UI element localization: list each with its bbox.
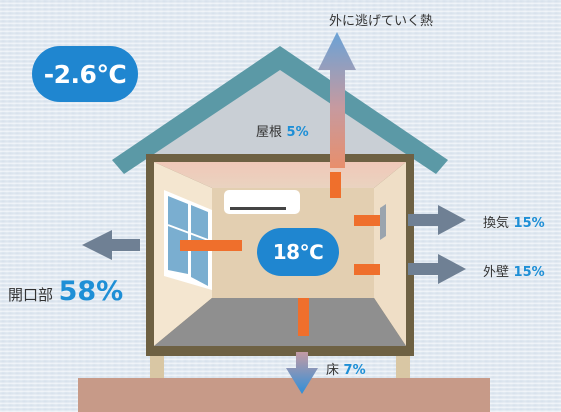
floor-loss-label: 床 7% [326,359,366,378]
ceiling [154,162,406,188]
ventilation-flow-orange [354,215,380,226]
outside-temperature: -2.6℃ [43,59,127,89]
floor-loss-name: 床 [326,363,340,378]
wall-heat-arrow [408,254,466,284]
roof-heat-arrow [318,32,356,168]
floor-loss-percent: 7% [343,363,366,378]
foundation-post-right [396,354,410,378]
roof-loss-label: 屋根 5% [256,121,309,140]
window-flow-orange [180,240,242,251]
roof-loss-name: 屋根 [256,125,283,140]
escaping-heat-title: 外に逃げていく熱 [329,14,434,29]
ventilation-loss-name: 換気 [483,216,510,231]
floor-flow-orange [298,298,309,336]
openings-loss-label: 開口部 58% [8,276,123,307]
exterior-wall-loss-name: 外壁 [483,265,510,280]
inside-temperature-badge: 18℃ [257,228,339,276]
openings-loss-name: 開口部 [8,286,54,304]
roof-gray-fill [132,64,428,156]
ventilation-loss-label: 換気 15% [483,212,545,231]
wall-flow-orange [354,264,380,275]
foundation-post-left [150,354,164,378]
roof-loss-percent: 5% [286,125,309,140]
roof-flow-orange [330,172,341,198]
air-conditioner [224,190,300,214]
window-glass-left [168,196,188,274]
outside-temperature-badge: -2.6℃ [32,46,138,102]
vent-grille [380,204,386,240]
openings-heat-arrow [82,230,140,260]
openings-loss-percent: 58% [58,276,124,307]
exterior-wall-loss-label: 外壁 15% [483,261,545,280]
ground [78,378,490,412]
interior-floor [154,298,406,346]
ventilation-loss-percent: 15% [513,216,545,231]
exterior-wall-loss-percent: 15% [513,265,545,280]
ventilation-heat-arrow [408,205,466,235]
floor-heat-arrow [286,352,318,394]
inside-temperature: 18℃ [272,240,324,264]
